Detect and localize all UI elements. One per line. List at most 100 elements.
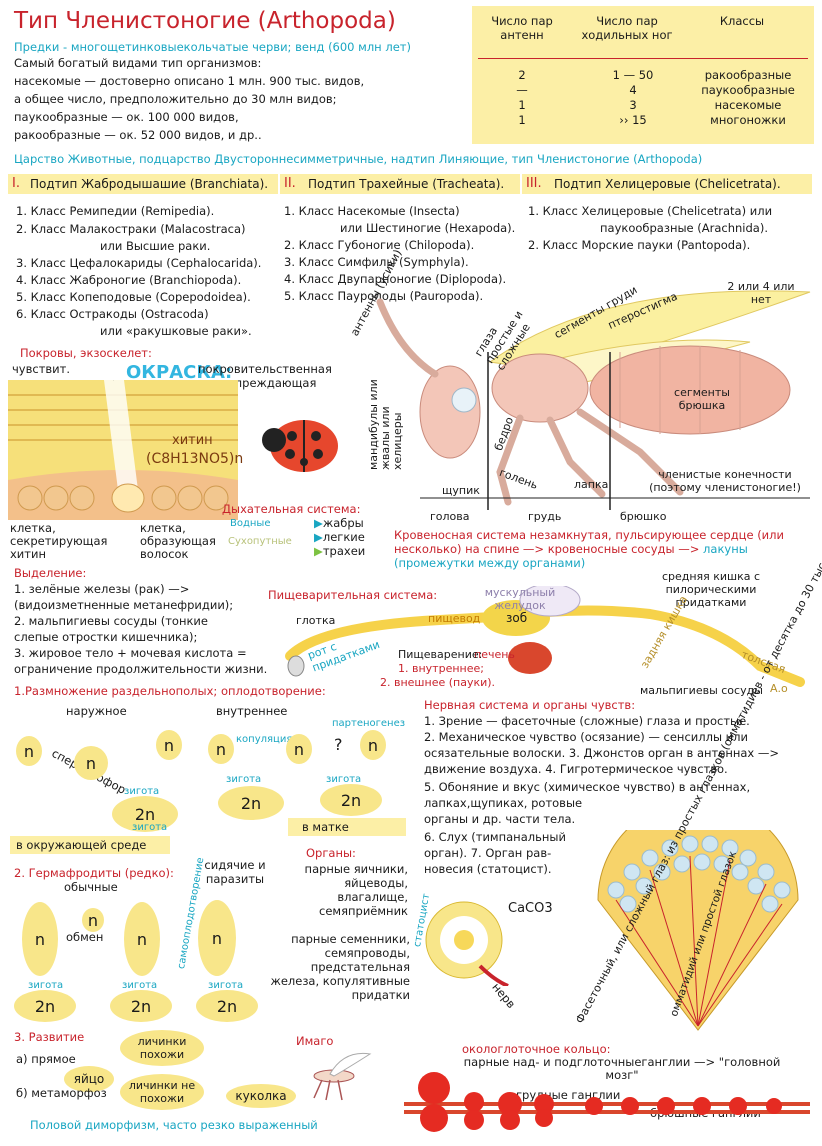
excretion-line: 2. мальпигиевы сосуды (тонкие xyxy=(14,614,208,628)
reproduction-title: 1.Размножение раздельнополых; оплодотвор… xyxy=(14,684,326,698)
mandibles-label: мандибулы или жвалы или хелицеры xyxy=(367,379,404,470)
development-title: 3. Развитие xyxy=(14,1030,85,1044)
hermaphrodites-title: 2. Гермафродиты (редко): xyxy=(14,866,174,880)
limbs-label: членистые конечности (поэтому членистоно… xyxy=(649,468,801,494)
water-label: Водные xyxy=(230,518,271,529)
nerve-label: нерв xyxy=(489,980,519,1011)
zygote: 2n xyxy=(14,990,76,1022)
digestion-internal: 1. внутреннее; xyxy=(398,662,484,675)
belly-label: брюшко xyxy=(620,510,667,523)
crop-label: зоб xyxy=(506,611,528,625)
imago-label: Имаго xyxy=(296,1034,334,1048)
insect-illustration xyxy=(376,290,811,510)
class-item: 2. Класс Губоногие (Chilopoda). xyxy=(284,238,475,252)
class-item: паукообразные (Arachnida). xyxy=(600,221,768,235)
gamete: n xyxy=(16,736,42,766)
copulation-label: копуляция xyxy=(236,734,293,745)
class-item: 2. Класс Малакостраки (Malacostraca) xyxy=(16,222,246,236)
stat-line: а общее число, предположительно до 30 мл… xyxy=(14,92,337,106)
pharynx-label: глотка xyxy=(296,614,336,627)
class-item: 3. Класс Цефалокариды (Cephalocarida). xyxy=(16,256,262,270)
richest: Самый богатый видами тип организмов: xyxy=(14,56,262,70)
class-item: 3. Класс Симфилы (Symphyla). xyxy=(284,255,469,269)
zygote-label: зигота xyxy=(326,774,362,785)
gamete: n xyxy=(286,734,312,764)
esophagus-label: пищевод xyxy=(428,612,481,625)
zygote: 2n xyxy=(320,784,382,816)
usual-label: обычные xyxy=(64,880,118,894)
zygote: 2n xyxy=(110,990,172,1022)
ancestors: Предки - многощетинковыекольчатые черви;… xyxy=(14,40,411,54)
cell1-label: клетка, секретирующая хитин xyxy=(10,521,108,561)
gamete: n xyxy=(208,734,234,764)
palp-label: щупик xyxy=(442,484,480,497)
excretion-line: (видоизметненные метанефридии); xyxy=(14,598,234,612)
midgut-label: средняя кишка с пилорическими придатками xyxy=(661,570,761,609)
excretion-line: 1. зелёные железы (рак) —> xyxy=(14,582,190,596)
table-header: Число пар ходильных ног xyxy=(581,14,673,42)
stat-line: ракообразные — ок. 52 000 видов, и др.. xyxy=(14,128,262,142)
page-title: Тип Членистоногие (Arthopoda) xyxy=(14,8,396,34)
classes-table: Число пар антенн Число пар ходильных ног… xyxy=(472,6,814,144)
table-header: Число пар антенн xyxy=(491,14,553,42)
imago-icon xyxy=(313,1052,372,1101)
table-header: Классы xyxy=(719,14,765,28)
egg: яйцо xyxy=(64,1066,114,1092)
zygote: 2n xyxy=(218,786,284,820)
nervous-line: 6. Слух (тимпанальный xyxy=(424,830,566,844)
class-item: 4. Класс Жаброногие (Branchiopoda). xyxy=(16,273,242,287)
coloring-title: ОКРАСКА: xyxy=(126,362,233,383)
gamete: n xyxy=(74,746,108,780)
compound-eye-illustration xyxy=(597,830,799,1031)
excretion-line: слепые отростки кишечника); xyxy=(14,630,198,644)
digestive-illustration xyxy=(285,586,805,687)
stat-line: паукообразные — ок. 100 000 видов, xyxy=(14,110,239,124)
classification: Царство Животные, подцарство Двусторонне… xyxy=(14,152,703,166)
class-item: 1. Класс Ремипедии (Remipedia). xyxy=(16,204,215,218)
digestion-external: 2. внешнее (пауки). xyxy=(380,676,496,689)
zygote-label: зигота xyxy=(124,786,160,797)
metamorphosis-label: б) метаморфоз xyxy=(16,1086,107,1100)
class-item: или Высшие раки. xyxy=(100,239,211,253)
larvae-same: личинки похожи xyxy=(120,1030,204,1066)
abdomen-segments-label: сегменты брюшка xyxy=(674,386,730,412)
class-item: 2. Класс Морские пауки (Pantopoda). xyxy=(528,238,751,252)
nervous-title: Нервная система и органы чувств: xyxy=(424,698,636,712)
caco3-label: CaCO3 xyxy=(508,901,553,916)
cuticle-illustration xyxy=(8,380,238,520)
malpighian-label: мальпигиевы сосуды xyxy=(640,684,763,697)
hermaphrodite-cell: n xyxy=(124,902,160,976)
class-item: 4. Класс Двупарноногие (Diplopoda). xyxy=(284,272,507,286)
gills-label: ▶жабры xyxy=(314,516,364,530)
direct-label: а) прямое xyxy=(16,1052,76,1066)
pupa: куколка xyxy=(226,1084,296,1108)
chitin-formula: (C8H13NO5)n xyxy=(146,451,244,467)
zygote-label: зигота xyxy=(122,980,158,991)
ladybug-icon xyxy=(262,420,338,472)
liver-label: печень xyxy=(474,648,515,661)
class-item: 5. Класс Пауроподы (Pauropoda). xyxy=(284,289,484,303)
stomach-label: мускульный желудок xyxy=(484,586,556,612)
sessile-label: сидячие и паразиты xyxy=(204,858,266,886)
wings-label: 2 или 4 или нет xyxy=(727,280,795,306)
zygote-label: зигота xyxy=(132,822,168,833)
nervous-line: движение воздуха. 4. Гигротермическое чу… xyxy=(424,762,728,776)
zygote-label: зигота xyxy=(28,980,64,991)
ring-desc: парные над- и подглоточныеганглии —> "го… xyxy=(463,1055,781,1082)
male-organs: парные семенники, семяпроводы, предстате… xyxy=(270,932,410,1002)
anus-label: А.о xyxy=(770,682,788,695)
nervous-line: 1. Зрение — фасеточные (сложные) глаза и… xyxy=(424,714,750,728)
larvae-diff: личинки не похожи xyxy=(120,1074,204,1110)
subtype-2: II. Подтип Трахейные (Tracheata). xyxy=(280,174,520,194)
gamete: n xyxy=(156,730,182,760)
digestion-title: Пищеварительная система: xyxy=(268,588,438,602)
head-label: голова xyxy=(430,510,470,523)
excretion-title: Выделение: xyxy=(14,566,87,580)
internal-label: внутреннее xyxy=(216,704,288,718)
class-item: 6. Класс Остракоды (Ostracoda) xyxy=(16,307,209,321)
stat-line: насекомые — достоверно описано 1 млн. 90… xyxy=(14,74,365,88)
